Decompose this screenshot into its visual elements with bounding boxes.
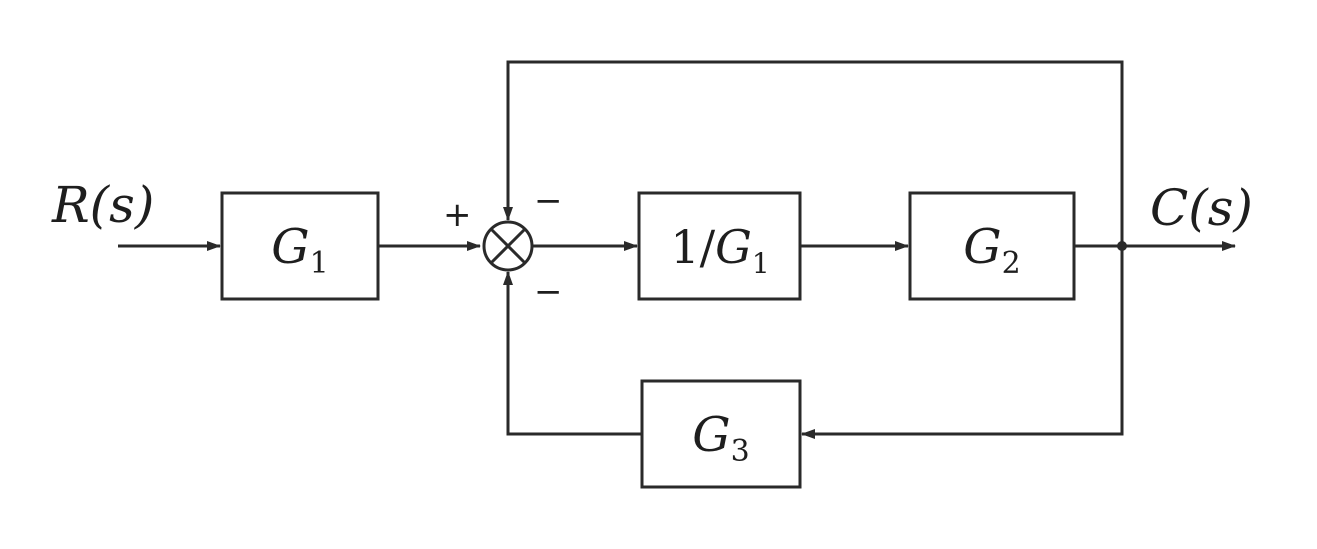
unity-feedback-path (503, 60, 1124, 246)
block-g1: G1 (220, 191, 380, 301)
junction-top-minus-sign: − (534, 181, 563, 221)
block-g2-label: G2 (963, 219, 1020, 281)
g3-feedback-output-path (503, 271, 642, 436)
input-signal-label: R(s) (51, 176, 154, 234)
output-signal-label: C(s) (1150, 179, 1253, 237)
summing-junction-cross-b (489, 227, 527, 265)
block-g3: G3 (640, 379, 802, 489)
block-g3-label: G3 (692, 407, 749, 469)
g3-feedback-input-path (801, 246, 1124, 439)
junction-plus-sign: + (443, 195, 472, 235)
summing-junction (482, 220, 534, 272)
block-g2-frame (908, 191, 1076, 301)
junction-bottom-minus-sign: − (534, 272, 563, 312)
block-inverse-g1-frame (637, 191, 802, 301)
block-g1-label: G1 (271, 219, 328, 281)
block-inverse-g1-label: 1/G1 (670, 220, 769, 280)
block-g2: G2 (908, 191, 1076, 301)
block-inverse-g1: 1/G1 (637, 191, 802, 301)
